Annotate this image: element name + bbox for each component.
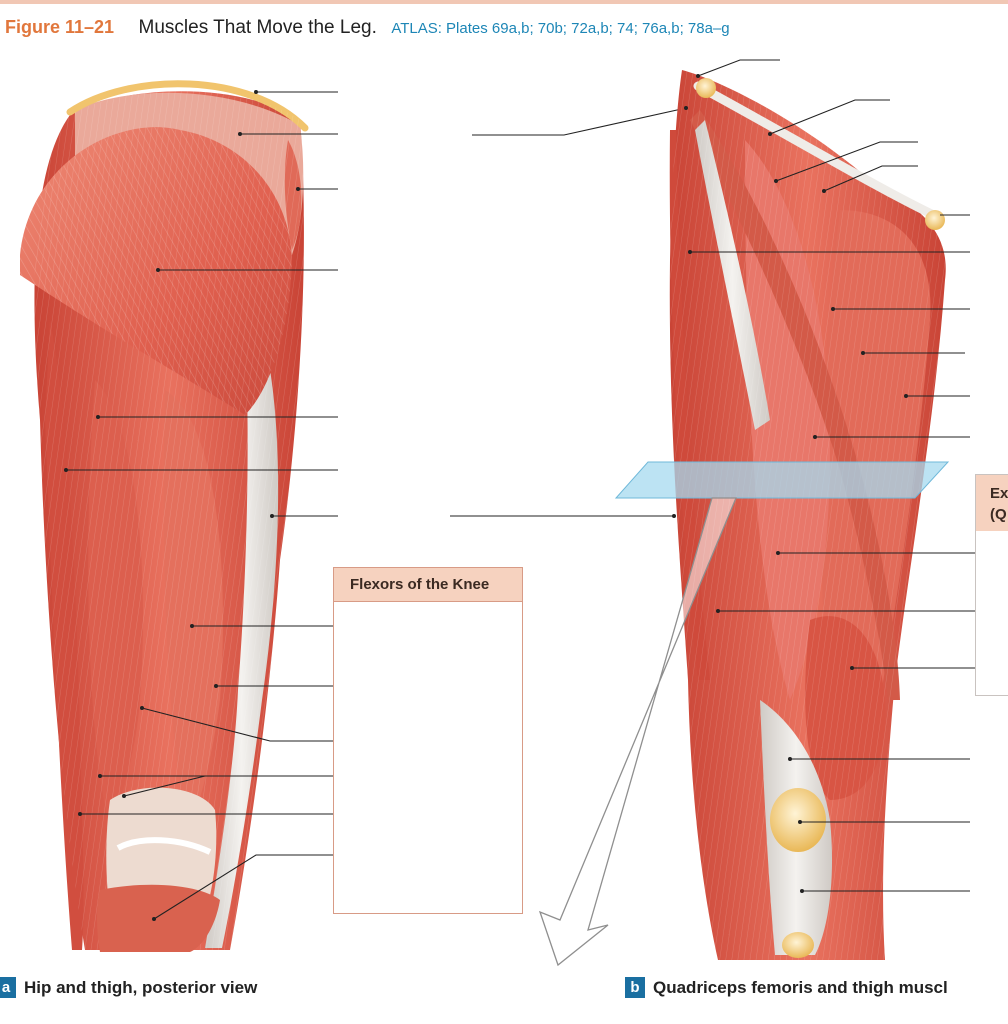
- panel-b-badge: b: [625, 977, 645, 998]
- transverse-section-plane: [614, 461, 950, 499]
- leader-dots-b: [672, 74, 908, 893]
- panel-a-badge: a: [0, 977, 16, 998]
- iliac-crest: [66, 80, 309, 132]
- patella: [770, 788, 826, 852]
- knee-joint-a: [116, 837, 212, 855]
- extensors-heading-line2: (Q: [990, 506, 1007, 523]
- posterior-thigh-illustration: [20, 80, 309, 952]
- flexors-of-knee-box: Flexors of the Knee: [333, 567, 523, 914]
- figure-header: Figure 11–21 Muscles That Move the Leg. …: [5, 17, 730, 39]
- panel-a-caption-text: Hip and thigh, posterior view: [24, 978, 258, 997]
- extensors-heading-line1: Ex: [990, 485, 1008, 502]
- anterior-superior-iliac-spine: [925, 210, 945, 230]
- leader-lines-a: [66, 91, 687, 920]
- panel-b-caption-text: Quadriceps femoris and thigh muscl: [653, 978, 948, 997]
- figure-number: Figure 11–21: [5, 17, 115, 37]
- top-rule: [0, 0, 1008, 4]
- extensors-box-heading: Ex (Q: [976, 475, 1008, 531]
- leader-dots-a: [64, 90, 300, 921]
- atlas-reference: ATLAS: Plates 69a,b; 70b; 72a,b; 74; 76a…: [391, 20, 730, 37]
- section-callout-arrow: [538, 497, 737, 967]
- panel-a-caption: a Hip and thigh, posterior view: [0, 977, 257, 998]
- anterior-thigh-illustration: [538, 70, 950, 967]
- inguinal-ligament: [693, 81, 945, 223]
- flexors-box-heading: Flexors of the Knee: [334, 568, 522, 602]
- gastrocnemius-head: [97, 884, 220, 952]
- panel-b-caption: b Quadriceps femoris and thigh muscl: [625, 977, 948, 998]
- tibial-tuberosity: [782, 932, 814, 958]
- leader-lines-b: [690, 59, 985, 892]
- figure-title: Muscles That Move the Leg.: [138, 17, 377, 38]
- pubic-bone: [696, 78, 716, 98]
- extensors-of-knee-box: Ex (Q: [975, 474, 1008, 696]
